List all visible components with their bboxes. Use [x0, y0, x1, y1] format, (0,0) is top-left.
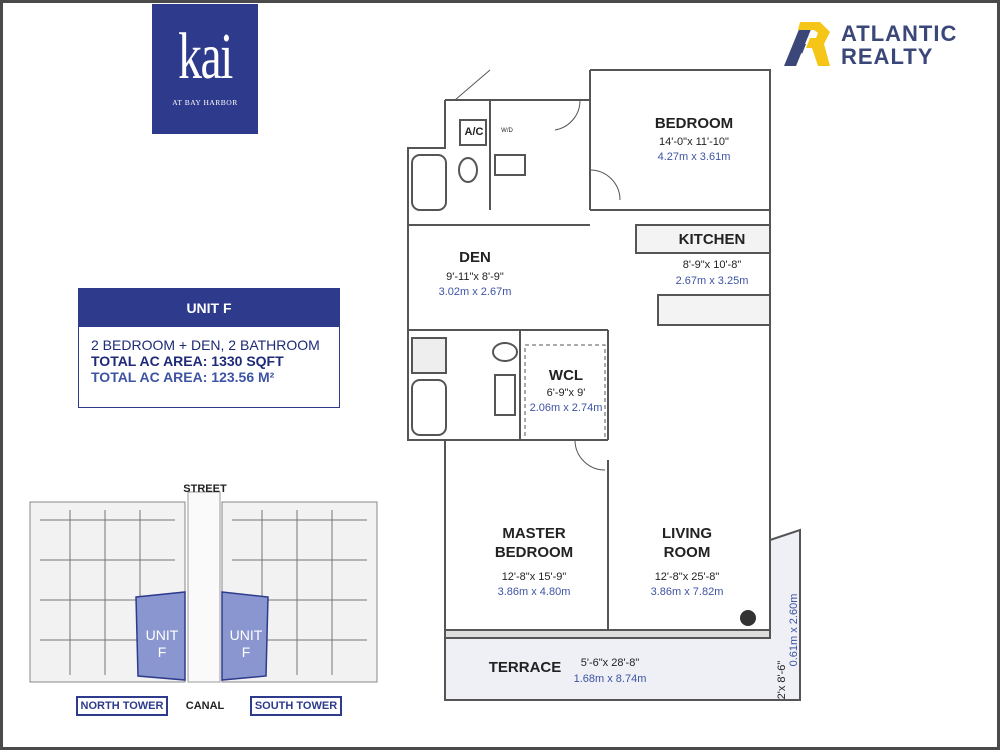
unit-area-m2: TOTAL AC AREA: 123.56 M²	[91, 369, 275, 385]
bedroom-metric: 4.27m x 3.61m	[658, 151, 731, 163]
unit-highlight-south	[221, 591, 269, 681]
terrace-name: TERRACE	[489, 659, 562, 676]
balcony-rail	[444, 629, 771, 639]
terrace-metric: 1.68m x 8.74m	[574, 673, 647, 685]
kitchen-metric: 2.67m x 3.25m	[676, 275, 749, 287]
den-metric: 3.02m x 2.67m	[439, 286, 512, 298]
key-unit-label-south: UNIT	[230, 627, 263, 643]
master-name-1: MASTER	[502, 525, 566, 542]
unit-title: UNIT F	[79, 289, 339, 327]
side-dim-metric: 0.61m x 2.60m	[788, 594, 800, 667]
key-plan: UNIT F UNIT F STREET CANAL	[29, 483, 378, 712]
street-label: STREET	[183, 483, 227, 495]
realty-line2: REALTY	[841, 44, 934, 69]
den-imperial: 9'-11"x 8'-9"	[446, 271, 504, 283]
key-unit-letter-north: F	[158, 644, 167, 660]
ac-label: A/C	[465, 126, 484, 138]
side-dim-imperial: 2'x 8'-6"	[776, 661, 788, 700]
wcl-name: WCL	[549, 367, 583, 384]
wd-label: W/D	[501, 128, 513, 134]
realty-mark-icon	[784, 22, 830, 66]
unit-info-box: UNIT F 2 BEDROOM + DEN, 2 BATHROOM TOTAL…	[78, 288, 340, 408]
realty-line1: ATLANTIC	[841, 21, 958, 46]
living-name-1: LIVING	[662, 525, 712, 542]
bedroom-name: BEDROOM	[655, 115, 733, 132]
master-imperial: 12'-8"x 15'-9"	[502, 571, 567, 583]
canal-label: CANAL	[186, 700, 225, 712]
wcl-imperial: 6'-9"x 9'	[547, 387, 586, 399]
logo-name: kai	[178, 20, 233, 93]
kai-logo: kai AT BAY HARBOR	[152, 4, 258, 134]
atlantic-realty-logo: ATLANTIC REALTY	[784, 20, 984, 70]
logo-subtitle: AT BAY HARBOR	[172, 98, 238, 107]
living-metric: 3.86m x 7.82m	[651, 586, 724, 598]
unit-type: 2 BEDROOM + DEN, 2 BATHROOM	[91, 337, 320, 353]
south-tower-label: SOUTH TOWER	[250, 696, 342, 716]
key-unit-letter-south: F	[242, 644, 251, 660]
bedroom-imperial: 14'-0"x 11'-10"	[659, 136, 729, 148]
kitchen-imperial: 8'-9"x 10'-8"	[683, 259, 742, 271]
living-imperial: 12'-8"x 25'-8"	[655, 571, 720, 583]
realty-name: ATLANTIC REALTY	[841, 22, 957, 68]
master-metric: 3.86m x 4.80m	[498, 586, 571, 598]
unit-area-sqft: TOTAL AC AREA: 1330 SQFT	[91, 353, 284, 369]
living-name-2: ROOM	[664, 544, 711, 561]
den-name: DEN	[459, 249, 491, 266]
unit-highlight-north	[135, 591, 186, 681]
key-unit-label-north: UNIT	[146, 627, 179, 643]
terrace-imperial: 5'-6"x 28'-8"	[581, 657, 640, 669]
north-tower-label: NORTH TOWER	[76, 696, 168, 716]
kitchen-name: KITCHEN	[679, 231, 746, 248]
wcl-metric: 2.06m x 2.74m	[530, 402, 603, 414]
master-name-2: BEDROOM	[495, 544, 573, 561]
